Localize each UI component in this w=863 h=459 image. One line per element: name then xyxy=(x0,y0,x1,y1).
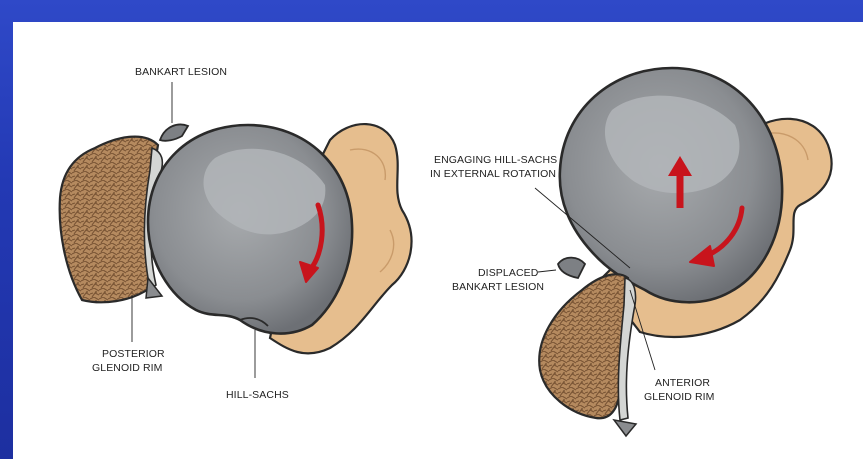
anterior-glenoid xyxy=(539,274,629,418)
bankart-lesion-label: BANKART LESION xyxy=(135,66,227,78)
anterior-glenoid-rim-label-line2: GLENOID RIM xyxy=(644,391,715,403)
bankart-lesion-fragment xyxy=(160,125,188,141)
posterior-glenoid-rim-label-line2: GLENOID RIM xyxy=(92,362,163,374)
posterior-glenoid-rim-label-line1: POSTERIOR xyxy=(102,348,165,360)
hill-sachs-label: HILL-SACHS xyxy=(226,389,289,401)
posterior-glenoid xyxy=(60,137,158,303)
displaced-bankart-label-line1: DISPLACED xyxy=(478,267,539,279)
engaging-hill-sachs-label-line2: IN EXTERNAL ROTATION xyxy=(430,168,556,180)
engaging-hill-sachs-label-line1: ENGAGING HILL-SACHS xyxy=(434,154,557,166)
displaced-bankart-fragment xyxy=(558,258,585,278)
anterior-glenoid-rim-label-line1: ANTERIOR xyxy=(655,377,710,389)
displaced-bankart-label-line2: BANKART LESION xyxy=(452,281,544,293)
